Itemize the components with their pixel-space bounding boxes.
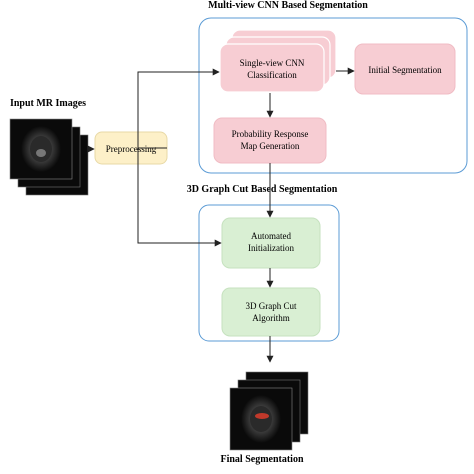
- arrow-preprocessing-to-initialization: [137, 148, 222, 247]
- input-mri-stack: Input MR Images: [9, 98, 89, 196]
- preprocessing-label: Preprocessing: [106, 144, 157, 154]
- graph-cut-group-box: [198, 204, 340, 342]
- graph-cut-section-title: 3D Graph Cut Based Segmentation: [187, 184, 338, 195]
- initial-segmentation-label: Initial Segmentation: [368, 65, 442, 75]
- segmentation-highlight: [255, 413, 269, 419]
- automated-label-line2: Initialization: [248, 243, 294, 253]
- cnn-label-line1: Single-view CNN: [240, 58, 305, 68]
- automated-label-line1: Automated: [251, 231, 291, 241]
- input-label: Input MR Images: [10, 98, 86, 109]
- arrow-preprocessing-to-cnn: [137, 68, 220, 149]
- output-mri-stack: Final Segmentation: [220, 371, 309, 465]
- cnn-group-box: [198, 17, 468, 174]
- initial-segmentation-node: [354, 43, 456, 95]
- automated-initialization-node: [221, 217, 321, 269]
- graph-cut-algorithm-node: [221, 287, 321, 337]
- graph-cut-label-line1: 3D Graph Cut: [246, 301, 297, 311]
- output-label: Final Segmentation: [220, 454, 303, 465]
- probability-label-line1: Probability Response: [232, 129, 309, 139]
- cnn-classification-node: Single-view CNN Classification: [219, 29, 337, 93]
- cnn-label-line2: Classification: [247, 70, 297, 80]
- probability-label-line2: Map Generation: [241, 141, 300, 151]
- graph-cut-label-line2: Algorithm: [252, 313, 290, 323]
- cnn-section-title: Multi-view CNN Based Segmentation: [208, 0, 368, 11]
- connectors: [87, 67, 355, 363]
